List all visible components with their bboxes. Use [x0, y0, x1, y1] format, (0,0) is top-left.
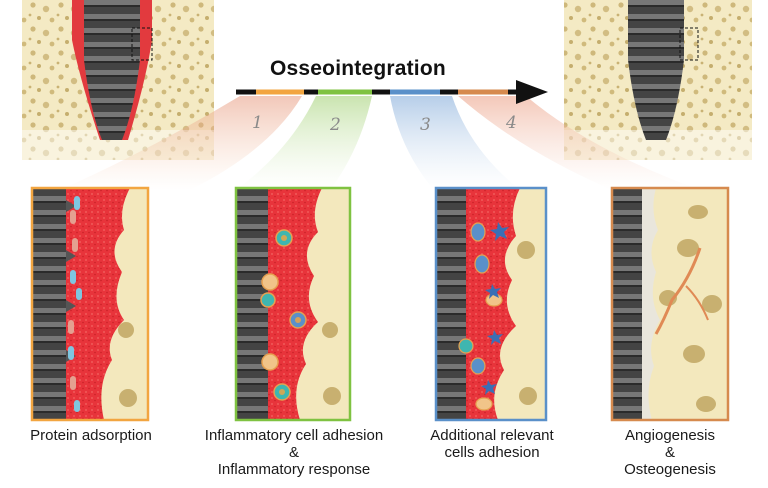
caption-line: Angiogenesis: [624, 427, 716, 444]
caption-line: cells adhesion: [444, 444, 540, 461]
stage-2-caption: Inflammatory cell adhesion & Inflammator…: [178, 427, 410, 478]
caption-line: &: [664, 444, 675, 461]
panel-additional-cells: [434, 186, 548, 422]
timeline: [236, 80, 548, 104]
stage-2-number: 2: [329, 115, 341, 135]
panel-inflammatory: [234, 186, 352, 422]
caption-line: Inflammatory response: [217, 461, 371, 478]
stage-3-fan: [390, 96, 520, 190]
stage-3-caption: Additional relevant cells adhesion: [404, 427, 580, 461]
stage-4-number: 4: [505, 113, 517, 133]
stage-2-fan: [236, 96, 372, 190]
diagram-title: Osseointegration: [270, 57, 446, 80]
panel-angiogenesis: [610, 186, 730, 422]
caption-line: Additional relevant: [430, 427, 554, 444]
panel-protein-adsorption: [30, 186, 150, 422]
stage-1-number: 1: [252, 113, 263, 133]
caption-line: Osteogenesis: [624, 461, 716, 478]
caption-line: &: [288, 444, 299, 461]
implant-after: [564, 0, 752, 160]
stage-4-fan: [458, 96, 700, 190]
caption-line: Inflammatory cell adhesion: [204, 427, 384, 444]
caption-line: Protein adsorption: [30, 427, 152, 444]
stage-1-caption: Protein adsorption: [8, 427, 174, 444]
stage-4-caption: Angiogenesis & Osteogenesis: [600, 427, 740, 478]
stage-1-fan: [60, 96, 302, 190]
stage-3-number: 3: [420, 115, 431, 135]
blood-vessel: [654, 247, 702, 335]
timeline-arrowhead: [516, 80, 548, 104]
